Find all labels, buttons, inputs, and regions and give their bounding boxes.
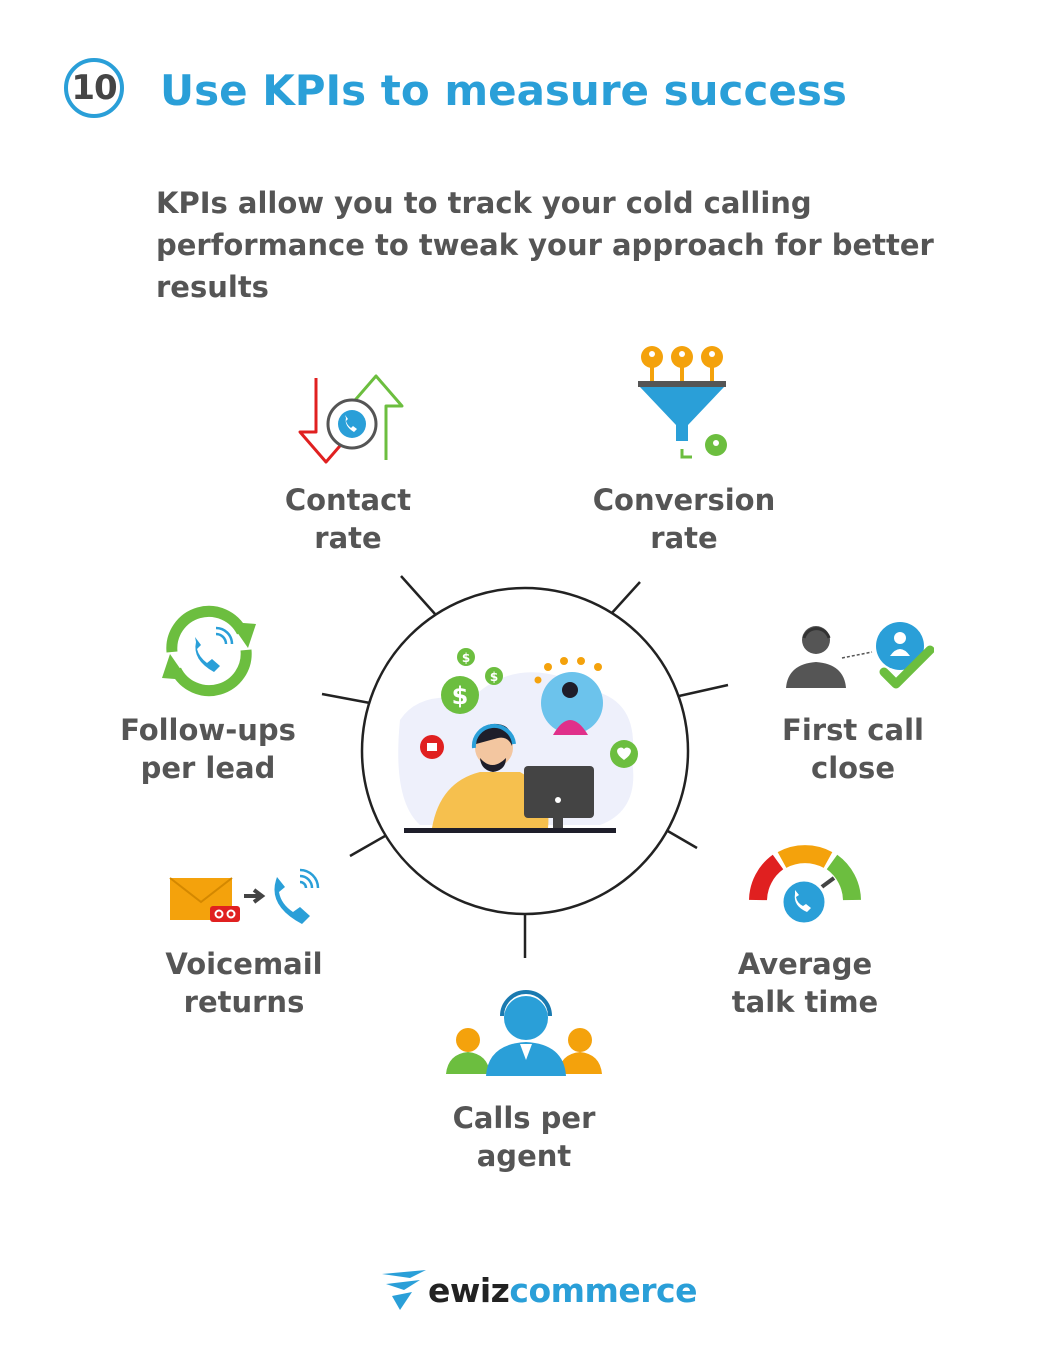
agent-body — [432, 772, 549, 828]
spoke-voicemail-returns — [349, 834, 386, 858]
voicemail-icon — [169, 868, 320, 924]
cycle-phone-icon — [162, 605, 256, 697]
contact-rate-icon — [298, 374, 404, 464]
funnel-icon — [638, 346, 727, 459]
brand-name-commerce: commerce — [509, 1270, 697, 1310]
agents-group-icon — [446, 990, 602, 1076]
page-subtitle: KPIs allow you to track your cold callin… — [156, 186, 934, 304]
svg-text:$: $ — [490, 670, 498, 684]
gauge-icon — [749, 845, 861, 926]
step-number-badge: 10 — [64, 58, 124, 118]
svg-text:$: $ — [452, 682, 469, 710]
spoke-contact-rate — [400, 575, 436, 615]
rating-stars-icon — [534, 657, 602, 684]
svg-text:$: $ — [462, 651, 470, 665]
spoke-average-talk-time — [665, 828, 698, 850]
spokes — [321, 575, 729, 958]
spoke-follow-ups — [321, 692, 371, 705]
spoke-conversion-rate — [610, 581, 641, 615]
agent-check-icon — [786, 622, 934, 689]
brand-swoosh-icon — [382, 1270, 426, 1310]
agent-illustration: $ $ $ — [398, 648, 638, 833]
step-number: 10 — [71, 68, 117, 108]
customer-avatar — [541, 672, 603, 734]
dollar-coin-icon — [485, 667, 503, 685]
brand-logo: ewiz commerce — [380, 1268, 697, 1312]
brand-name-ewiz: ewiz — [428, 1270, 510, 1310]
headset-icon — [471, 723, 516, 749]
page-title: Use KPIs to measure success — [160, 66, 847, 115]
dollar-coin-icon — [457, 648, 475, 666]
dollar-coin-icon — [441, 676, 479, 714]
spoke-first-call-close — [678, 683, 729, 698]
